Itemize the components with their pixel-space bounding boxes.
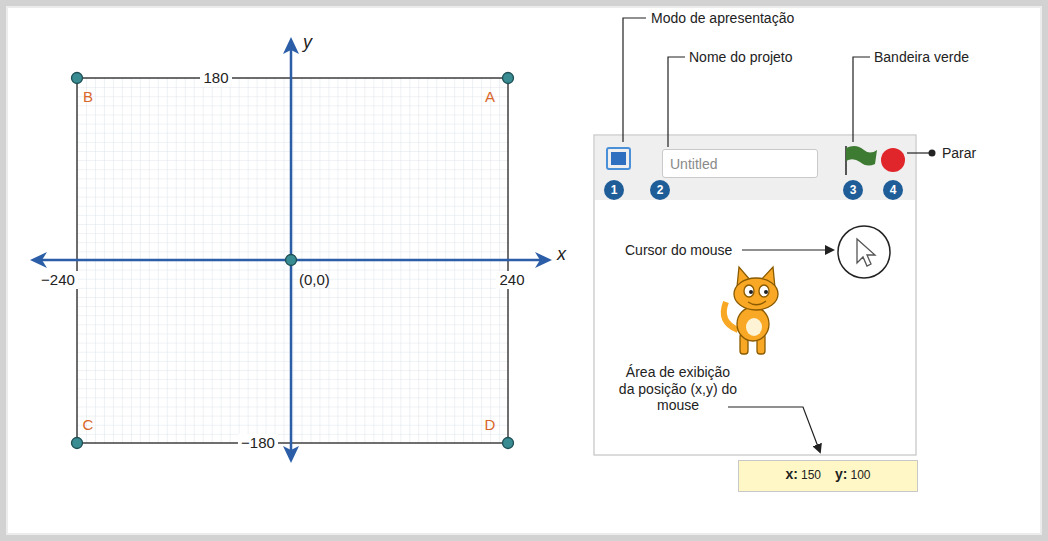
callout-number: 4	[883, 180, 903, 200]
cat-sprite	[724, 267, 778, 354]
axis-value: 100	[850, 468, 870, 482]
corner-letter: B	[83, 88, 93, 106]
axis-name: y	[303, 32, 312, 54]
axis-name: y:	[835, 466, 847, 482]
callout-number-text: 1	[611, 183, 618, 197]
axis-name: x:	[786, 466, 798, 482]
axes	[30, 37, 552, 463]
callout-number: 1	[604, 180, 624, 200]
stop-button	[881, 148, 905, 172]
axis-limit: 180	[200, 69, 231, 87]
callout-label: Área de exibição da posição (x,y) do mou…	[618, 364, 738, 414]
axis-name: x	[557, 244, 566, 266]
callout-number-text: 4	[890, 183, 897, 197]
corner-letter: A	[485, 88, 495, 106]
cursor-icon	[857, 239, 875, 266]
project-name-field: Untitled	[662, 149, 818, 178]
cursor-highlight	[838, 226, 890, 278]
stage-toolbar	[595, 136, 915, 200]
origin-label: (0,0)	[299, 271, 330, 289]
callout-label: Cursor do mouse	[625, 242, 732, 259]
callout-label: Parar	[942, 145, 976, 162]
axis-value: 150	[801, 468, 821, 482]
callout-number-text: 3	[850, 183, 857, 197]
corner-dots	[72, 73, 514, 449]
green-flag	[846, 146, 877, 175]
axis-limit: −240	[38, 271, 78, 289]
project-name-text: Untitled	[670, 156, 717, 172]
callout-label: Modo de apresentação	[651, 10, 794, 27]
stage-panel	[594, 135, 916, 455]
callout-label: Nome do projeto	[689, 49, 793, 66]
callout-number: 2	[650, 180, 670, 200]
corner-letter: C	[83, 416, 94, 434]
corner-letter: D	[485, 416, 496, 434]
axis-limit: −180	[238, 434, 278, 452]
callout-label: Bandeira verde	[874, 49, 969, 66]
leader-dot	[929, 150, 936, 157]
axis-limit: 240	[496, 271, 527, 289]
callout-number-text: 2	[657, 183, 664, 197]
mouse-position-box: x:150 y:100	[738, 460, 918, 492]
presentation-icon	[607, 148, 630, 169]
callout-number: 3	[843, 180, 863, 200]
